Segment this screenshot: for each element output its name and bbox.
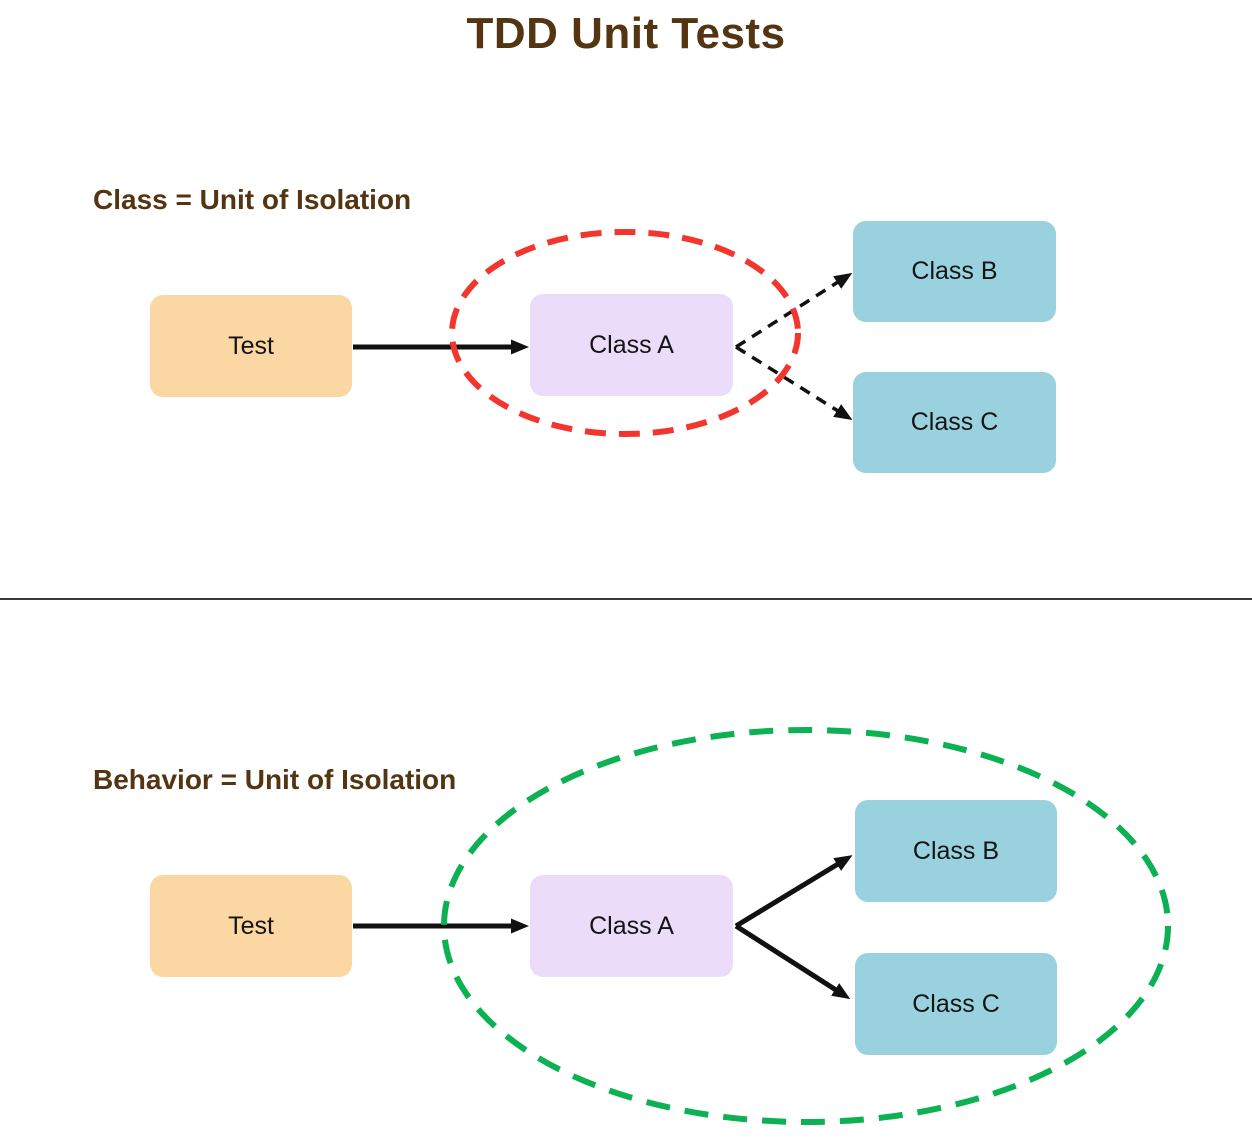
s1-arrow-class-a-to-class-b [735,272,853,349]
node-test: Test [150,295,352,397]
s2-arrow-class-a-to-class-c [734,923,851,1000]
node-class-c: Class C [855,953,1057,1055]
s1-arrow-class-a-to-class-c [735,345,853,421]
node-class-c-label: Class C [912,989,1000,1018]
section-heading-behavior-isolation: Behavior = Unit of Isolation [93,764,457,795]
node-class-b: Class B [853,221,1056,322]
page-title: TDD Unit Tests [466,9,786,58]
node-class-b-label: Class B [911,257,998,285]
node-test: Test [150,875,352,977]
node-class-a: Class A [530,875,733,977]
node-test-label: Test [228,911,274,940]
node-class-c: Class C [853,372,1056,473]
node-class-b-label: Class B [912,836,1000,865]
node-class-a: Class A [530,294,733,396]
node-class-a-label: Class A [589,911,674,940]
s2-arrow-class-a-to-class-b [734,855,853,929]
section-heading-class-isolation: Class = Unit of Isolation [93,184,412,215]
node-class-b: Class B [855,800,1057,902]
node-class-c-label: Class C [910,408,999,436]
node-class-a-label: Class A [589,330,674,359]
node-test-label: Test [228,331,274,360]
